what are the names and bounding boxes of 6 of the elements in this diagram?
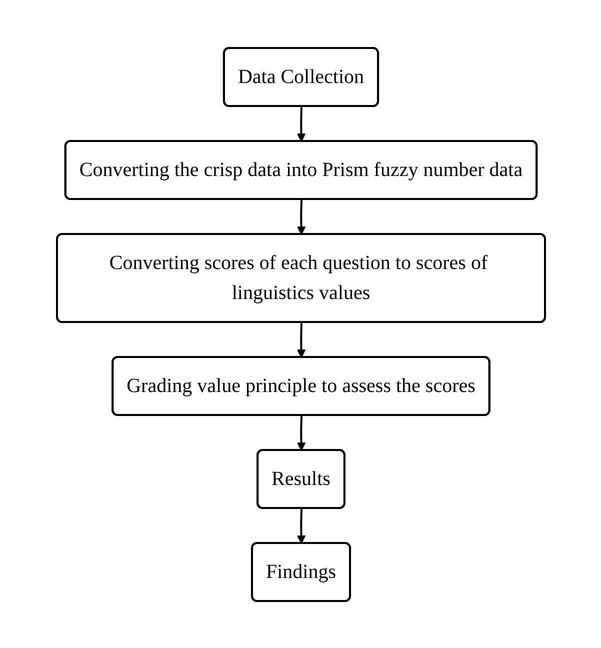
arrow [296, 322, 306, 358]
arrow [296, 106, 306, 142]
node-text: Converting scores of each question to scores of linguistics values [108, 252, 488, 304]
arrow [296, 198, 306, 234]
arrow [296, 414, 306, 450]
arrow [296, 508, 306, 544]
